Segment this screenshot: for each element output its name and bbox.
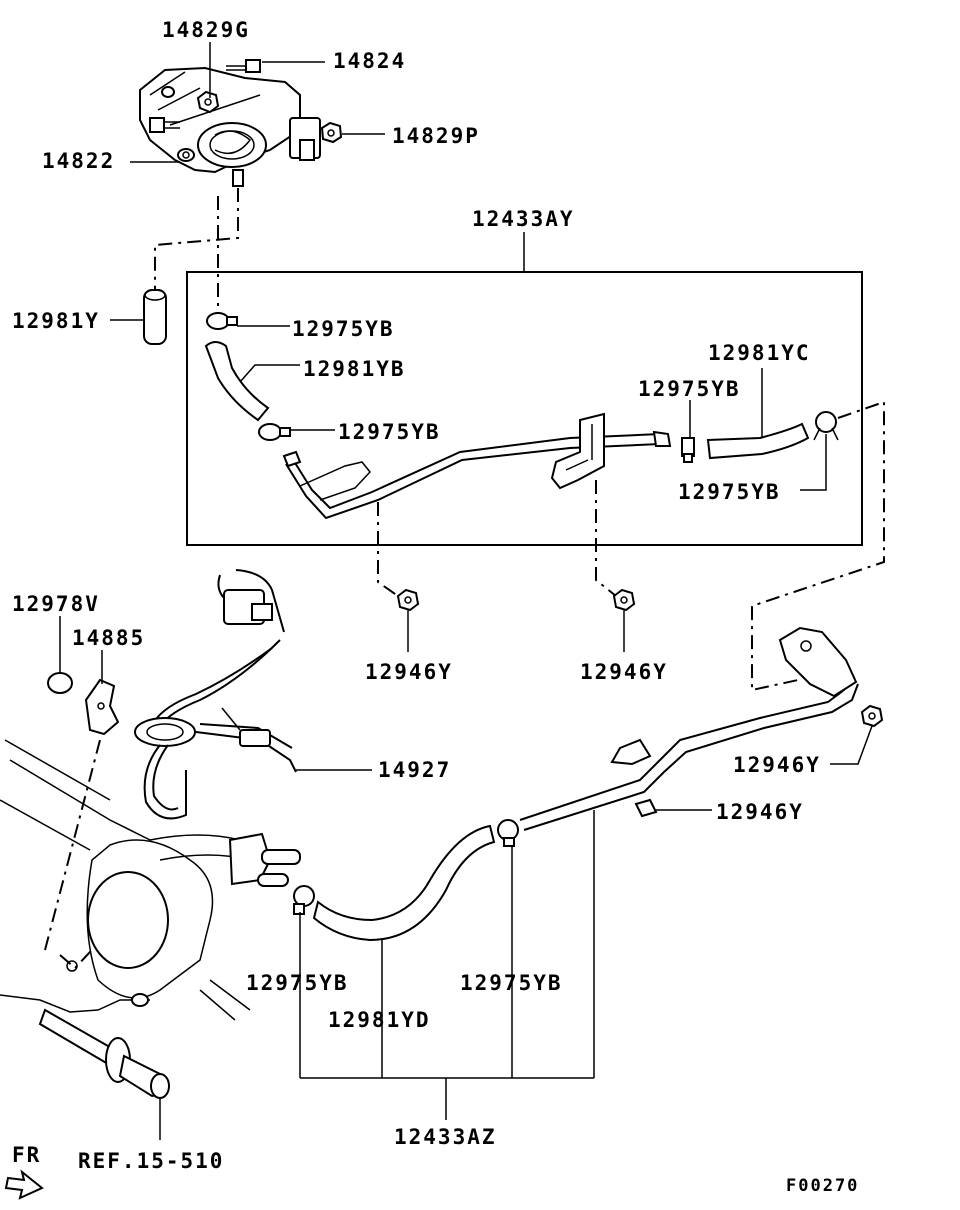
hose-12981YD [312, 824, 496, 942]
dash-box-to-nut-b [595, 480, 617, 597]
label-12946Y-a: 12946Y [365, 660, 453, 684]
leader-12981YB [239, 364, 300, 383]
dash-box-to-nut-a [377, 502, 399, 597]
label-12981Y: 12981Y [12, 309, 100, 333]
pipe-assembly-12433AZ [519, 626, 859, 831]
label-12946Y-d: 12946Y [716, 800, 804, 824]
bracket-14885 [84, 678, 120, 736]
vacuum-harness-14927 [134, 569, 297, 820]
label-14822: 14822 [42, 149, 115, 173]
group-box-12433AY [186, 271, 863, 546]
bolt-14824 [226, 59, 261, 73]
label-14829P: 14829P [392, 124, 480, 148]
hose-12981YB [204, 341, 270, 422]
dash-solenoid-to-hose [154, 188, 239, 290]
leader-12975YB-d [800, 434, 827, 491]
ref-pipe [38, 1008, 170, 1099]
nut-14829G [196, 90, 220, 114]
label-12981YB: 12981YB [303, 357, 406, 381]
clamp-12975YB-b [258, 423, 291, 441]
label-12975YB-a: 12975YB [292, 317, 395, 341]
pipe-assembly-12433AY [282, 412, 672, 520]
label-12975YB-d: 12975YB [678, 480, 781, 504]
label-fr: FR [12, 1143, 41, 1167]
hose-12981Y [143, 289, 167, 345]
label-12981YC: 12981YC [708, 341, 811, 365]
figure-code: F00270 [786, 1176, 859, 1196]
clamp-12975YB-d [813, 411, 839, 441]
front-direction-arrow-icon [4, 1169, 44, 1200]
plug-12978V [47, 672, 73, 694]
nut-12946Y-a [396, 588, 420, 612]
dash-box-to-lower-pipe [751, 400, 885, 692]
label-12975YB-f: 12975YB [460, 971, 563, 995]
engine-area [0, 739, 301, 1021]
label-14885: 14885 [72, 626, 145, 650]
clamp-12975YB-c [681, 437, 695, 463]
bolt-left [149, 117, 180, 133]
label-14824: 14824 [333, 49, 406, 73]
label-14829G: 14829G [162, 18, 250, 42]
label-12975YB-b: 12975YB [338, 420, 441, 444]
label-ref: REF.15-510 [78, 1149, 224, 1173]
hose-12981YC [706, 422, 810, 460]
bracket-line-12433AZ [300, 1077, 594, 1120]
clamp-12975YB-a [206, 312, 238, 330]
label-14927: 14927 [378, 758, 451, 782]
clamp-12975YB-e [293, 885, 315, 915]
nut-12946Y-b [612, 588, 636, 612]
label-12978V: 12978V [12, 592, 100, 616]
nut-14829P [320, 121, 343, 144]
leader-12946Y-c [830, 725, 873, 765]
label-12975YB-c: 12975YB [638, 377, 741, 401]
purge-solenoid-assembly [139, 59, 343, 187]
clamp-12975YB-f [497, 819, 519, 847]
nut-12946Y-c [860, 704, 884, 728]
label-12981YD: 12981YD [328, 1008, 431, 1032]
label-12975YB-e: 12975YB [246, 971, 349, 995]
label-12433AZ: 12433AZ [394, 1125, 497, 1149]
label-12433AY: 12433AY [472, 207, 575, 231]
label-12946Y-c: 12946Y [733, 753, 821, 777]
label-12946Y-b: 12946Y [580, 660, 668, 684]
